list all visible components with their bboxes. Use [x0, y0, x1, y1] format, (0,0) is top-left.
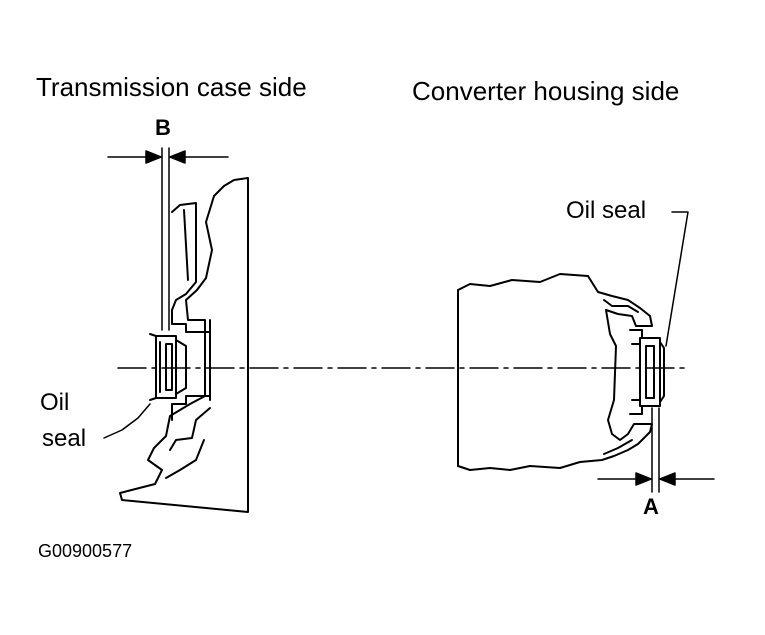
- right-oil-seal-leader: [665, 211, 689, 347]
- heading-converter-housing-side: Converter housing side: [412, 76, 680, 106]
- dimension-a-marker: [597, 407, 715, 493]
- label-left-oil-seal-line2: seal: [42, 425, 87, 452]
- converter-housing-section: [457, 273, 665, 471]
- label-dimension-b: B: [155, 115, 171, 140]
- label-left-oil-seal-line1: Oil: [40, 389, 70, 416]
- figure-code: G00900577: [38, 541, 133, 561]
- left-oil-seal-leader: [103, 403, 151, 439]
- heading-transmission-case-side: Transmission case side: [36, 72, 307, 102]
- dimension-b-marker: [107, 147, 229, 331]
- transmission-case-section: [119, 177, 249, 513]
- label-dimension-a: A: [643, 494, 659, 519]
- label-right-oil-seal: Oil seal: [566, 197, 647, 224]
